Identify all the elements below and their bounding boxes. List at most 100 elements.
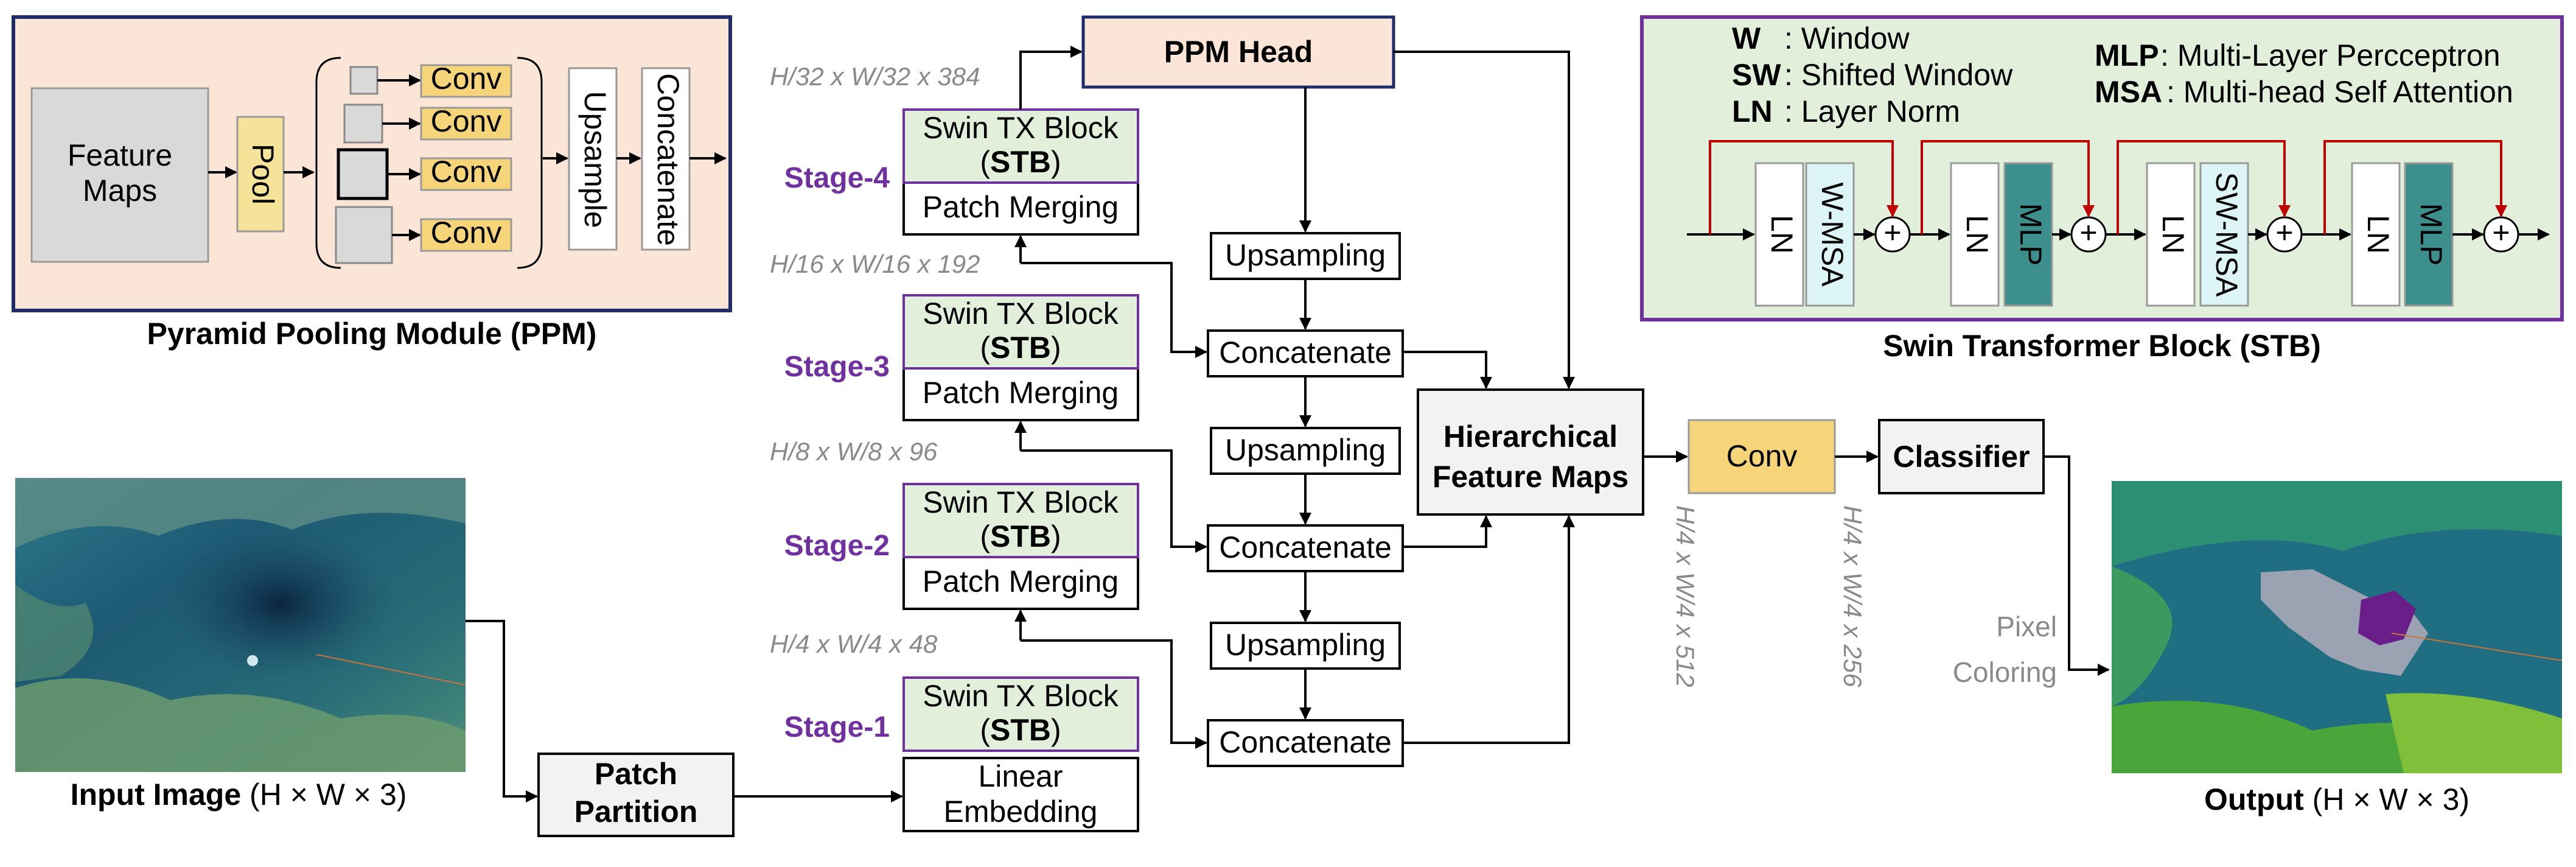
ppm-conv-label: Conv <box>431 61 502 96</box>
ppm-feature-maps-box <box>30 87 209 263</box>
patch-merging-label: Patch Merging <box>923 190 1119 224</box>
upsampling-1: Upsampling <box>1210 232 1401 280</box>
stage-4-patch-merging: Patch Merging <box>902 181 1139 236</box>
dim-512: H/4 x W/4 x 512 <box>1671 505 1700 687</box>
legend-msa-desc: : Multi-head Self Attention <box>2166 75 2513 109</box>
dim-stage-1: H/4 x W/4 x 48 <box>770 630 938 658</box>
upsampling-label: Upsampling <box>1225 433 1386 467</box>
hierarchical-feature-maps-box: Hierarchical Feature Maps <box>1417 388 1644 516</box>
ppm-conv-2: Conv <box>420 104 512 141</box>
stage-2-swin-block: Swin TX Block (STB) <box>902 483 1139 558</box>
legend: W : Window SW : Shifted Window LN : Laye… <box>1732 21 2513 128</box>
stage-2-label: Stage-2 <box>784 530 890 562</box>
legend-msa-abbr: MSA <box>2095 75 2162 109</box>
stb-plus: + <box>1883 216 1901 250</box>
stb-plus: + <box>2079 216 2097 250</box>
patch-merging-label: Patch Merging <box>923 376 1119 410</box>
ppm-upsample-label: Upsample <box>578 91 612 228</box>
linear-embedding-line2: Embedding <box>944 795 1098 829</box>
stb-ln-3 <box>2146 162 2196 307</box>
concatenate-1: Concatenate <box>1207 719 1404 767</box>
stage-2-patch-merging: Patch Merging <box>902 556 1139 610</box>
dim-256: H/4 x W/4 x 256 <box>1838 505 1867 687</box>
stb-ln-2 <box>1950 162 2000 307</box>
ppm-pool-label: Pool <box>246 144 280 205</box>
stb-plus: + <box>2275 216 2293 250</box>
input-image <box>15 478 466 772</box>
swin-block-line1: Swin TX Block <box>923 111 1119 145</box>
ppm-pool-square-2 <box>343 104 383 144</box>
upsampling-2: Upsampling <box>1210 427 1401 475</box>
linear-embedding-line1: Linear <box>979 759 1063 793</box>
patch-partition-line2: Partition <box>574 795 698 829</box>
legend-sw-desc: : Shifted Window <box>1784 58 2013 92</box>
swin-block-line1: Swin TX Block <box>923 297 1119 331</box>
ppm-feature-maps-line1: Feature <box>68 138 172 172</box>
stage-1-swin-block: Swin TX Block (STB) <box>902 676 1139 752</box>
stb-sw-msa-label: SW-MSA <box>2210 172 2244 297</box>
stb-ln-1 <box>1754 162 1804 307</box>
stage-3-swin-block: Swin TX Block (STB) <box>902 294 1139 370</box>
stage-3-label: Stage-3 <box>784 351 890 383</box>
upsampling-label: Upsampling <box>1225 628 1386 662</box>
stb-ln-label: LN <box>2156 215 2190 254</box>
output-caption-bold: Output <box>2204 782 2304 816</box>
stb-mlp-2 <box>2404 162 2454 307</box>
legend-mlp-desc: : Multi-Layer Percceptron <box>2160 38 2501 72</box>
stage-3-patch-merging: Patch Merging <box>902 367 1139 421</box>
legend-sw-abbr: SW <box>1732 58 1781 92</box>
output-caption: Output (H × W × 3) <box>2204 782 2470 816</box>
stb-sw-msa <box>2199 162 2249 307</box>
dim-stage-2: H/8 x W/8 x 96 <box>770 437 938 466</box>
ppm-conv-3: Conv <box>420 155 512 191</box>
classifier-box: Classifier <box>1878 419 2045 494</box>
ppm-feature-maps-line2: Maps <box>83 174 157 208</box>
swin-block-line1: Swin TX Block <box>923 679 1119 713</box>
stb-caption: Swin Transformer Block (STB) <box>1883 329 2321 363</box>
linear-embedding-box: Linear Embedding <box>902 757 1139 832</box>
classifier-label: Classifier <box>1893 440 2030 474</box>
input-caption: Input Image (H × W × 3) <box>71 777 407 812</box>
ppm-concatenate-label: Concatenate <box>651 73 685 246</box>
pixel-coloring-line2: Coloring <box>1953 656 2057 688</box>
stb-ln-label: LN <box>1765 215 1799 254</box>
stb-ln-label: LN <box>2361 215 2395 254</box>
ppm-pool-square-3 <box>337 148 389 200</box>
dim-stage-4: H/32 x W/32 x 384 <box>770 62 980 91</box>
dim-stage-3: H/16 x W/16 x 192 <box>770 250 980 278</box>
hierarchical-line1: Hierarchical <box>1443 419 1618 454</box>
ppm-conv-1: Conv <box>420 61 512 98</box>
ppm-pool-square-4 <box>335 206 393 264</box>
stb-ln-4 <box>2351 162 2401 307</box>
stb-w-msa <box>1805 162 1855 307</box>
output-image <box>2112 481 2563 773</box>
stb-mlp-label: MLP <box>2014 203 2048 266</box>
swin-block-line2: (STB) <box>980 519 1061 553</box>
ppm-conv-label: Conv <box>431 155 502 189</box>
legend-ln-desc: : Layer Norm <box>1784 94 1960 128</box>
conv-box: Conv <box>1688 419 1836 494</box>
conv-label: Conv <box>1726 439 1798 473</box>
stb-mlp-1 <box>2003 162 2053 307</box>
ppm-conv-label: Conv <box>431 104 502 138</box>
ppm-caption: Pyramid Pooling Module (PPM) <box>147 317 597 351</box>
ppm-conv-label: Conv <box>431 216 502 250</box>
patch-partition-box: Patch Partition <box>537 753 735 837</box>
upsampling-label: Upsampling <box>1225 238 1386 272</box>
concatenate-label: Concatenate <box>1219 335 1392 370</box>
swin-block-line2: (STB) <box>980 331 1061 365</box>
patch-partition-line1: Patch <box>595 757 677 791</box>
input-caption-rest: (H × W × 3) <box>241 777 407 812</box>
legend-mlp-abbr: MLP <box>2095 38 2159 72</box>
stb-w-msa-label: W-MSA <box>1815 182 1849 287</box>
legend-w-abbr: W <box>1732 21 1761 55</box>
pixel-coloring-line1: Pixel <box>1996 611 2057 642</box>
stage-4-swin-block: Swin TX Block (STB) <box>902 108 1139 184</box>
ppm-conv-4: Conv <box>420 216 512 252</box>
stb-mlp-label: MLP <box>2414 203 2448 266</box>
patch-merging-label: Patch Merging <box>923 564 1119 598</box>
stage-4-label: Stage-4 <box>784 162 890 194</box>
concatenate-label: Concatenate <box>1219 725 1392 759</box>
legend-ln-abbr: LN <box>1732 94 1773 128</box>
output-caption-rest: (H × W × 3) <box>2304 782 2470 816</box>
